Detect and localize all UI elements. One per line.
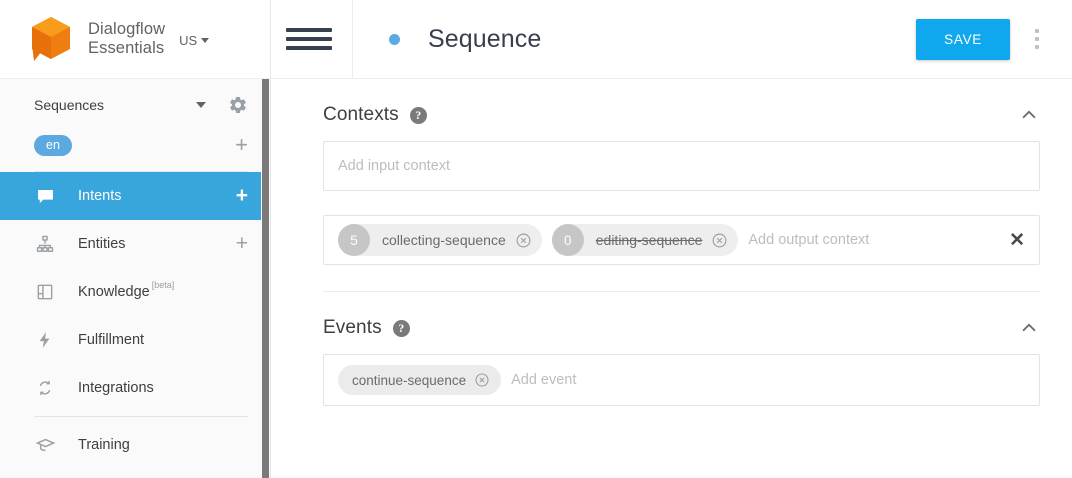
content-area: Contexts ? Add input context 5 collectin… bbox=[271, 79, 1072, 406]
section-divider bbox=[323, 291, 1040, 292]
chevron-up-icon[interactable] bbox=[1018, 317, 1040, 339]
brand-header[interactable]: Dialogflow Essentials US bbox=[0, 0, 270, 79]
page-title: Sequence bbox=[428, 24, 542, 53]
agent-selector-row[interactable]: Sequences bbox=[0, 85, 270, 125]
fulfillment-icon bbox=[34, 329, 56, 351]
help-icon[interactable]: ? bbox=[392, 319, 410, 337]
status-dot-icon bbox=[389, 33, 400, 45]
sidebar-label-text: Fulfillment bbox=[78, 332, 145, 348]
sidebar-item-fulfillment[interactable]: Fulfillment bbox=[0, 316, 270, 364]
sidebar-item-label: Training bbox=[78, 437, 248, 453]
toolbar-divider bbox=[352, 0, 353, 79]
events-title: Events bbox=[323, 317, 382, 338]
sidebar-item-label: Knowledge [beta] bbox=[78, 280, 248, 300]
sidebar-label-text: Entities bbox=[78, 236, 126, 252]
hamburger-bar bbox=[286, 28, 332, 32]
language-row: en + bbox=[0, 125, 270, 165]
output-context-chip[interactable]: 5 collecting-sequence bbox=[338, 224, 542, 256]
sidebar-divider bbox=[34, 171, 248, 172]
sidebar-item-intents[interactable]: Intents + bbox=[0, 172, 270, 220]
output-context-field[interactable]: 5 collecting-sequence 0 editing-sequence bbox=[323, 215, 1040, 265]
entities-icon bbox=[34, 233, 56, 255]
context-lifespan-badge[interactable]: 5 bbox=[338, 224, 370, 256]
sidebar-scrollbar[interactable] bbox=[261, 79, 270, 478]
sidebar-label-text: Knowledge bbox=[78, 284, 150, 300]
hamburger-menu-icon[interactable] bbox=[286, 28, 332, 50]
save-button[interactable]: SAVE bbox=[916, 18, 1010, 60]
sidebar-item-label: Integrations bbox=[78, 380, 248, 396]
brand-line-2: Essentials bbox=[88, 39, 165, 57]
event-placeholder: Add event bbox=[511, 372, 577, 388]
brand-title-block: Dialogflow Essentials bbox=[74, 20, 165, 58]
add-language-button[interactable]: + bbox=[235, 132, 248, 157]
knowledge-icon bbox=[34, 281, 56, 303]
sidebar-item-training[interactable]: Training bbox=[0, 421, 270, 469]
sidebar-item-knowledge[interactable]: Knowledge [beta] bbox=[0, 268, 270, 316]
events-section-header: Events ? bbox=[323, 292, 1040, 354]
dialogflow-logo-icon bbox=[28, 15, 74, 63]
kebab-dot bbox=[1035, 37, 1039, 41]
kebab-dot bbox=[1035, 29, 1039, 33]
input-context-field[interactable]: Add input context bbox=[323, 141, 1040, 191]
sidebar: Dialogflow Essentials US Sequences en + bbox=[0, 0, 270, 478]
sidebar-scrollbar-thumb[interactable] bbox=[262, 79, 269, 478]
context-lifespan-badge[interactable]: 0 bbox=[551, 224, 584, 256]
output-context-placeholder: Add output context bbox=[748, 232, 870, 248]
sidebar-label-text: Intents bbox=[78, 188, 122, 204]
remove-chip-icon[interactable] bbox=[474, 372, 491, 389]
hamburger-bar bbox=[286, 37, 332, 41]
chevron-down-icon bbox=[201, 38, 210, 43]
sidebar-item-integrations[interactable]: Integrations bbox=[0, 364, 270, 412]
sidebar-item-label: Entities bbox=[78, 236, 236, 252]
context-chip-label: editing-sequence bbox=[595, 232, 703, 248]
agent-name: Sequences bbox=[34, 97, 105, 113]
integrations-icon bbox=[34, 377, 56, 399]
intents-icon bbox=[34, 185, 56, 207]
hamburger-bar bbox=[286, 46, 332, 50]
event-chip[interactable]: continue-sequence bbox=[338, 365, 502, 395]
events-field[interactable]: continue-sequence Add event bbox=[323, 354, 1040, 406]
training-icon bbox=[34, 434, 56, 456]
language-chip-en[interactable]: en bbox=[34, 134, 72, 156]
sidebar-label-text: Training bbox=[78, 437, 130, 453]
event-chip-label: continue-sequence bbox=[352, 372, 467, 388]
help-icon[interactable]: ? bbox=[409, 106, 427, 124]
sidebar-label-text: Integrations bbox=[78, 380, 154, 396]
output-context-chip[interactable]: 0 editing-sequence bbox=[551, 224, 739, 256]
sidebar-item-label: Intents bbox=[78, 188, 236, 204]
chevron-up-icon[interactable] bbox=[1018, 104, 1040, 126]
main-panel: Sequence SAVE Contexts ? A bbox=[270, 0, 1072, 478]
region-label: US bbox=[179, 33, 198, 48]
region-selector[interactable]: US bbox=[179, 33, 210, 48]
sidebar-divider-2 bbox=[34, 416, 248, 417]
add-entity-button[interactable]: + bbox=[235, 232, 248, 255]
contexts-title: Contexts bbox=[323, 104, 399, 125]
remove-chip-icon[interactable] bbox=[515, 232, 532, 249]
input-context-placeholder: Add input context bbox=[338, 158, 451, 174]
sidebar-item-label: Fulfillment bbox=[78, 332, 248, 348]
clear-contexts-icon[interactable]: ✕ bbox=[1009, 229, 1025, 251]
gear-icon[interactable] bbox=[228, 95, 248, 115]
kebab-dot bbox=[1035, 45, 1039, 49]
chevron-down-icon[interactable] bbox=[196, 102, 206, 108]
remove-chip-icon[interactable] bbox=[711, 232, 728, 249]
more-options-icon[interactable] bbox=[1022, 19, 1052, 59]
brand-line-1: Dialogflow bbox=[88, 20, 166, 38]
sidebar-item-entities[interactable]: Entities + bbox=[0, 220, 270, 268]
brand-title: Dialogflow Essentials bbox=[88, 20, 165, 58]
add-intent-button[interactable]: + bbox=[235, 184, 248, 207]
top-bar: Sequence SAVE bbox=[271, 0, 1072, 79]
beta-badge: [beta] bbox=[151, 280, 175, 290]
context-chip-label: collecting-sequence bbox=[382, 232, 506, 248]
contexts-section-header: Contexts ? bbox=[323, 79, 1040, 141]
